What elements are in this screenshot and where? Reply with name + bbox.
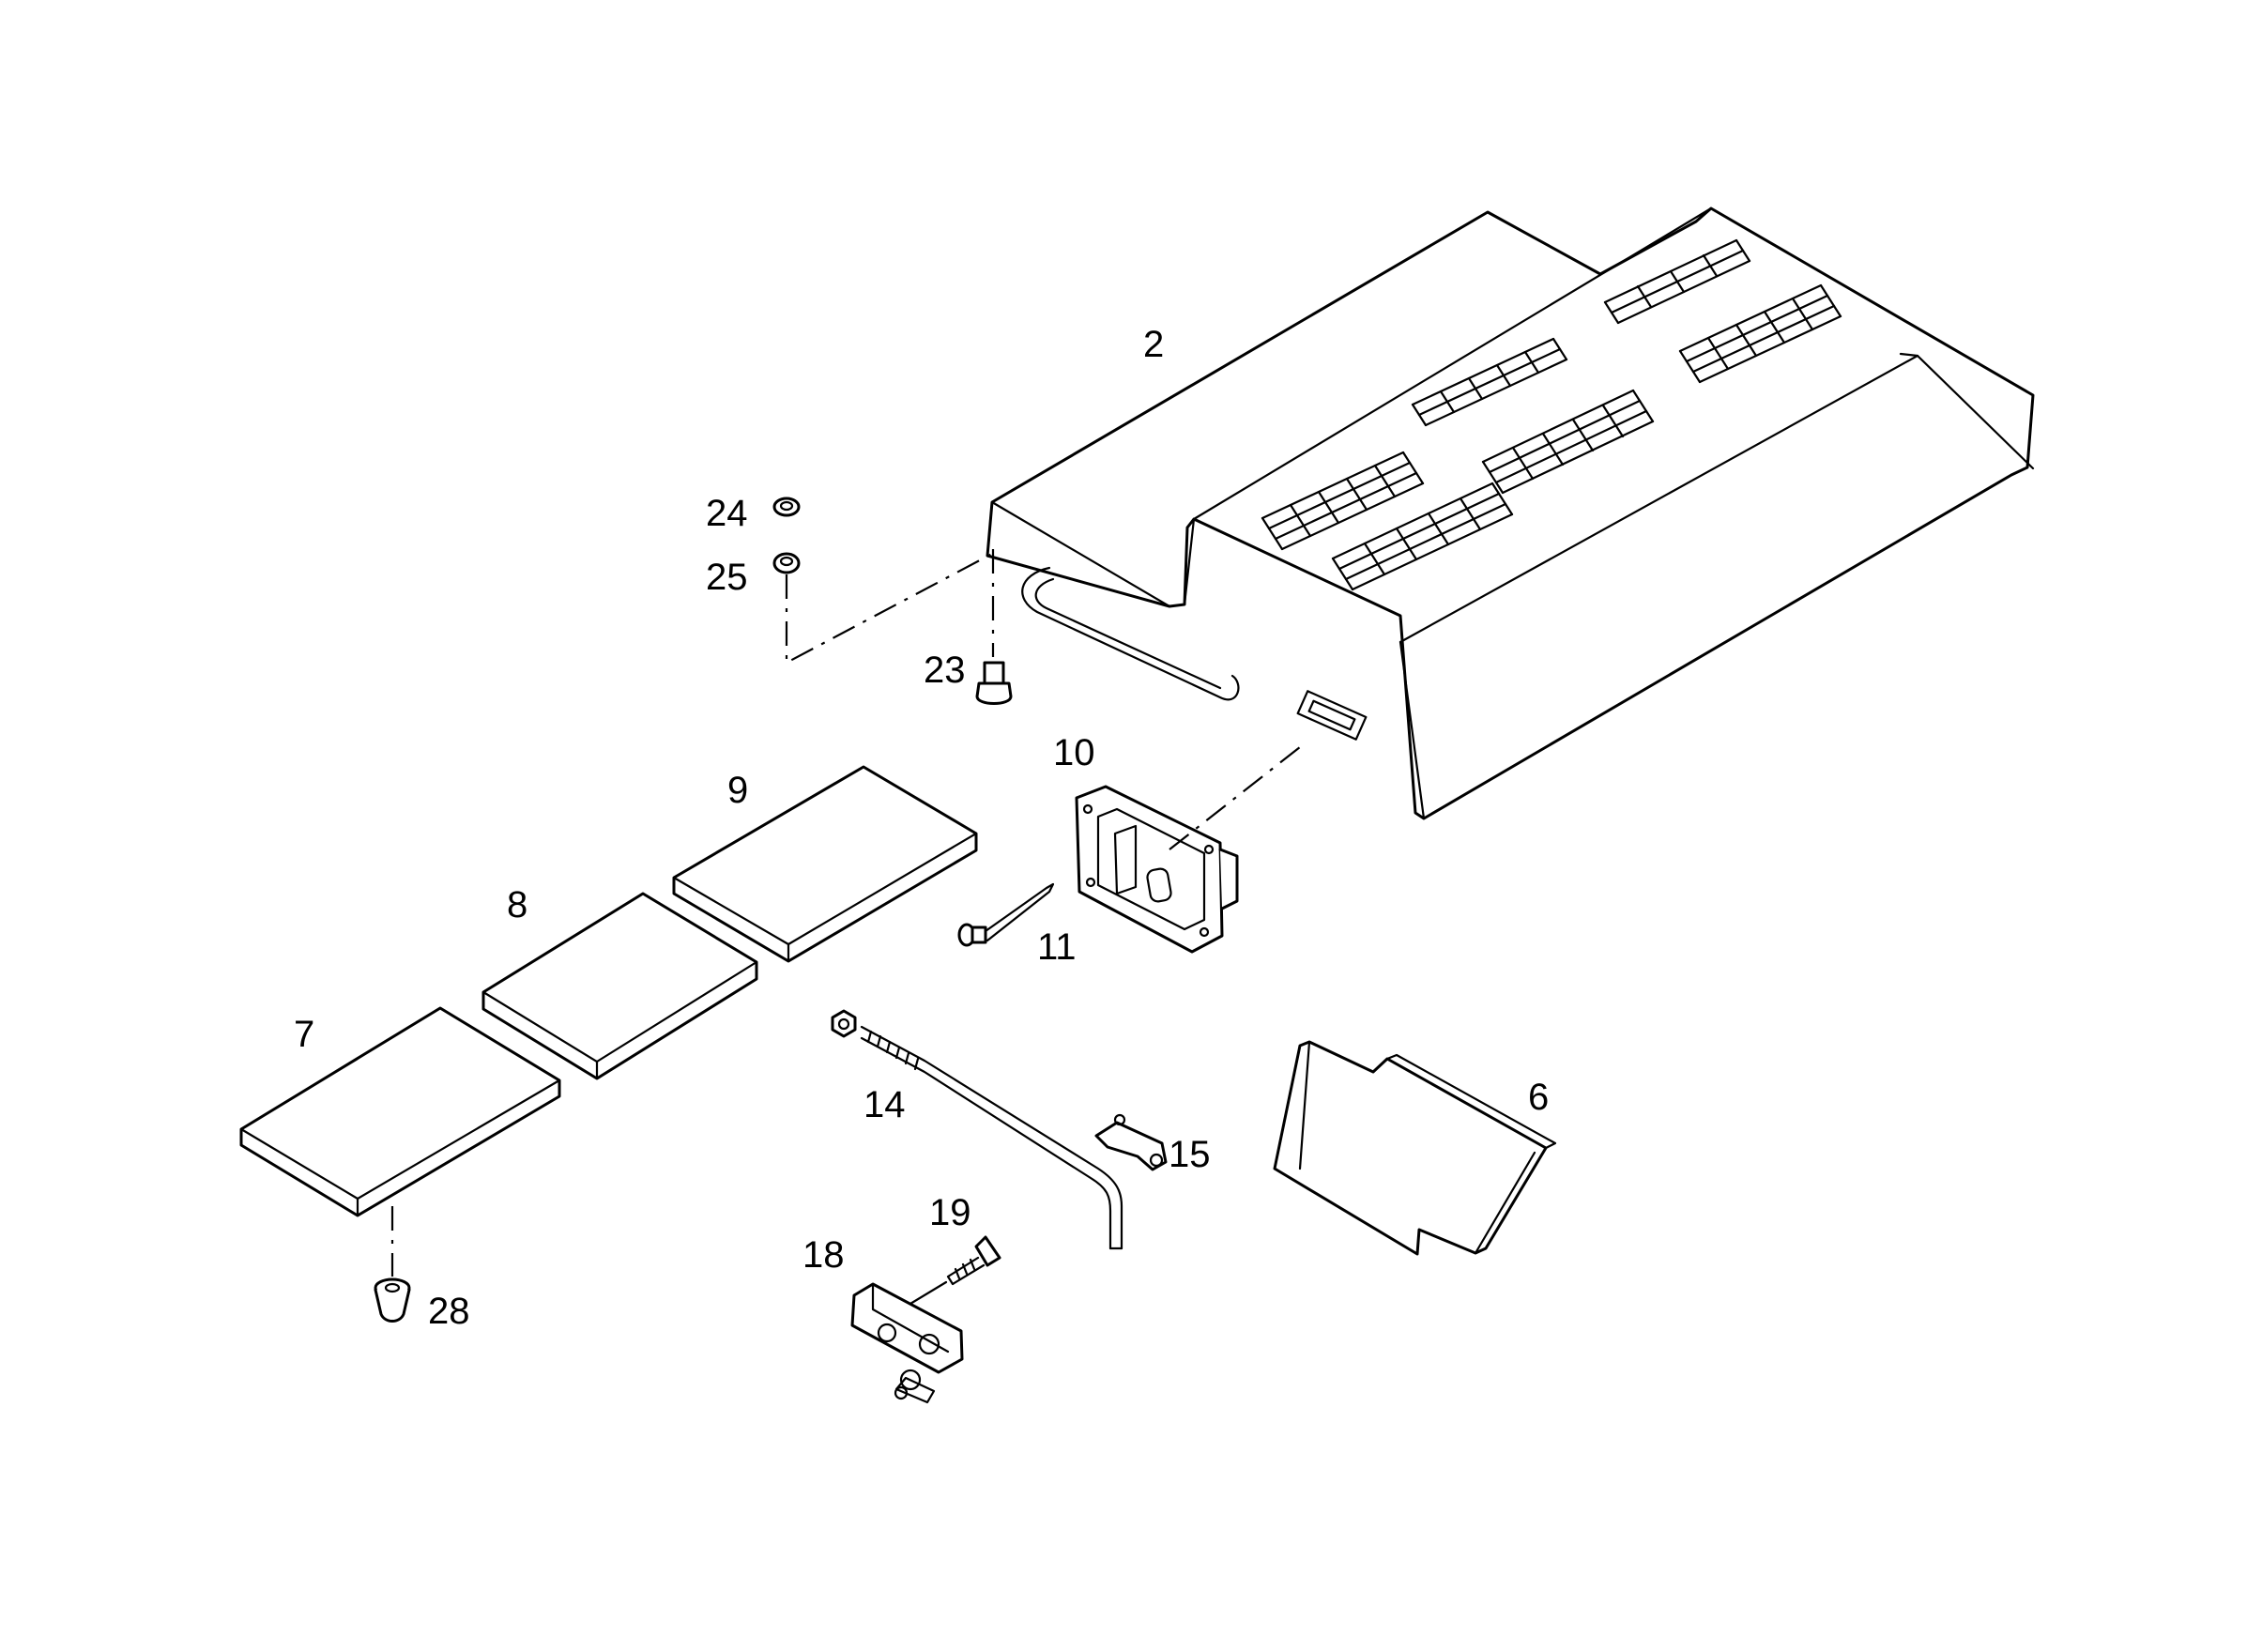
- nut-part-25: [772, 552, 801, 574]
- callout-19: 19: [929, 1192, 971, 1233]
- latch-part-10: [1075, 785, 1239, 954]
- callout-15: 15: [1169, 1134, 1211, 1175]
- leader-line-10: [1169, 742, 1306, 850]
- callout-11: 11: [1037, 926, 1077, 968]
- callout-9: 9: [727, 770, 748, 811]
- hood-cover-part-2: [986, 206, 2035, 820]
- stud-part-23: [975, 661, 1013, 705]
- callout-18: 18: [802, 1234, 845, 1276]
- leader-line-25: [785, 553, 993, 665]
- insulation-pad-part-8: [481, 892, 758, 1080]
- callout-28: 28: [428, 1291, 470, 1332]
- clip-part-15: [1094, 1113, 1168, 1171]
- callout-7: 7: [294, 1014, 314, 1055]
- washer-part-24: [772, 497, 801, 517]
- insulation-pad-part-7: [239, 1006, 561, 1217]
- bolt-part-11: [957, 882, 1055, 947]
- push-clip-part-28: [374, 1277, 411, 1323]
- callout-23: 23: [924, 650, 966, 691]
- screw-part-19: [946, 1235, 1001, 1286]
- rod-part-14: [831, 1009, 1123, 1250]
- hinge-part-18: [850, 1282, 964, 1404]
- vent-grille: [1261, 238, 1842, 591]
- callout-8: 8: [507, 884, 527, 925]
- callout-14: 14: [864, 1084, 906, 1125]
- insulation-pad-part-9: [672, 765, 978, 963]
- callout-10: 10: [1053, 732, 1095, 773]
- callout-24: 24: [706, 493, 748, 534]
- callout-25: 25: [706, 557, 748, 598]
- side-panel-part-6: [1273, 1040, 1557, 1256]
- callout-6: 6: [1528, 1077, 1549, 1118]
- callout-2: 2: [1143, 324, 1164, 365]
